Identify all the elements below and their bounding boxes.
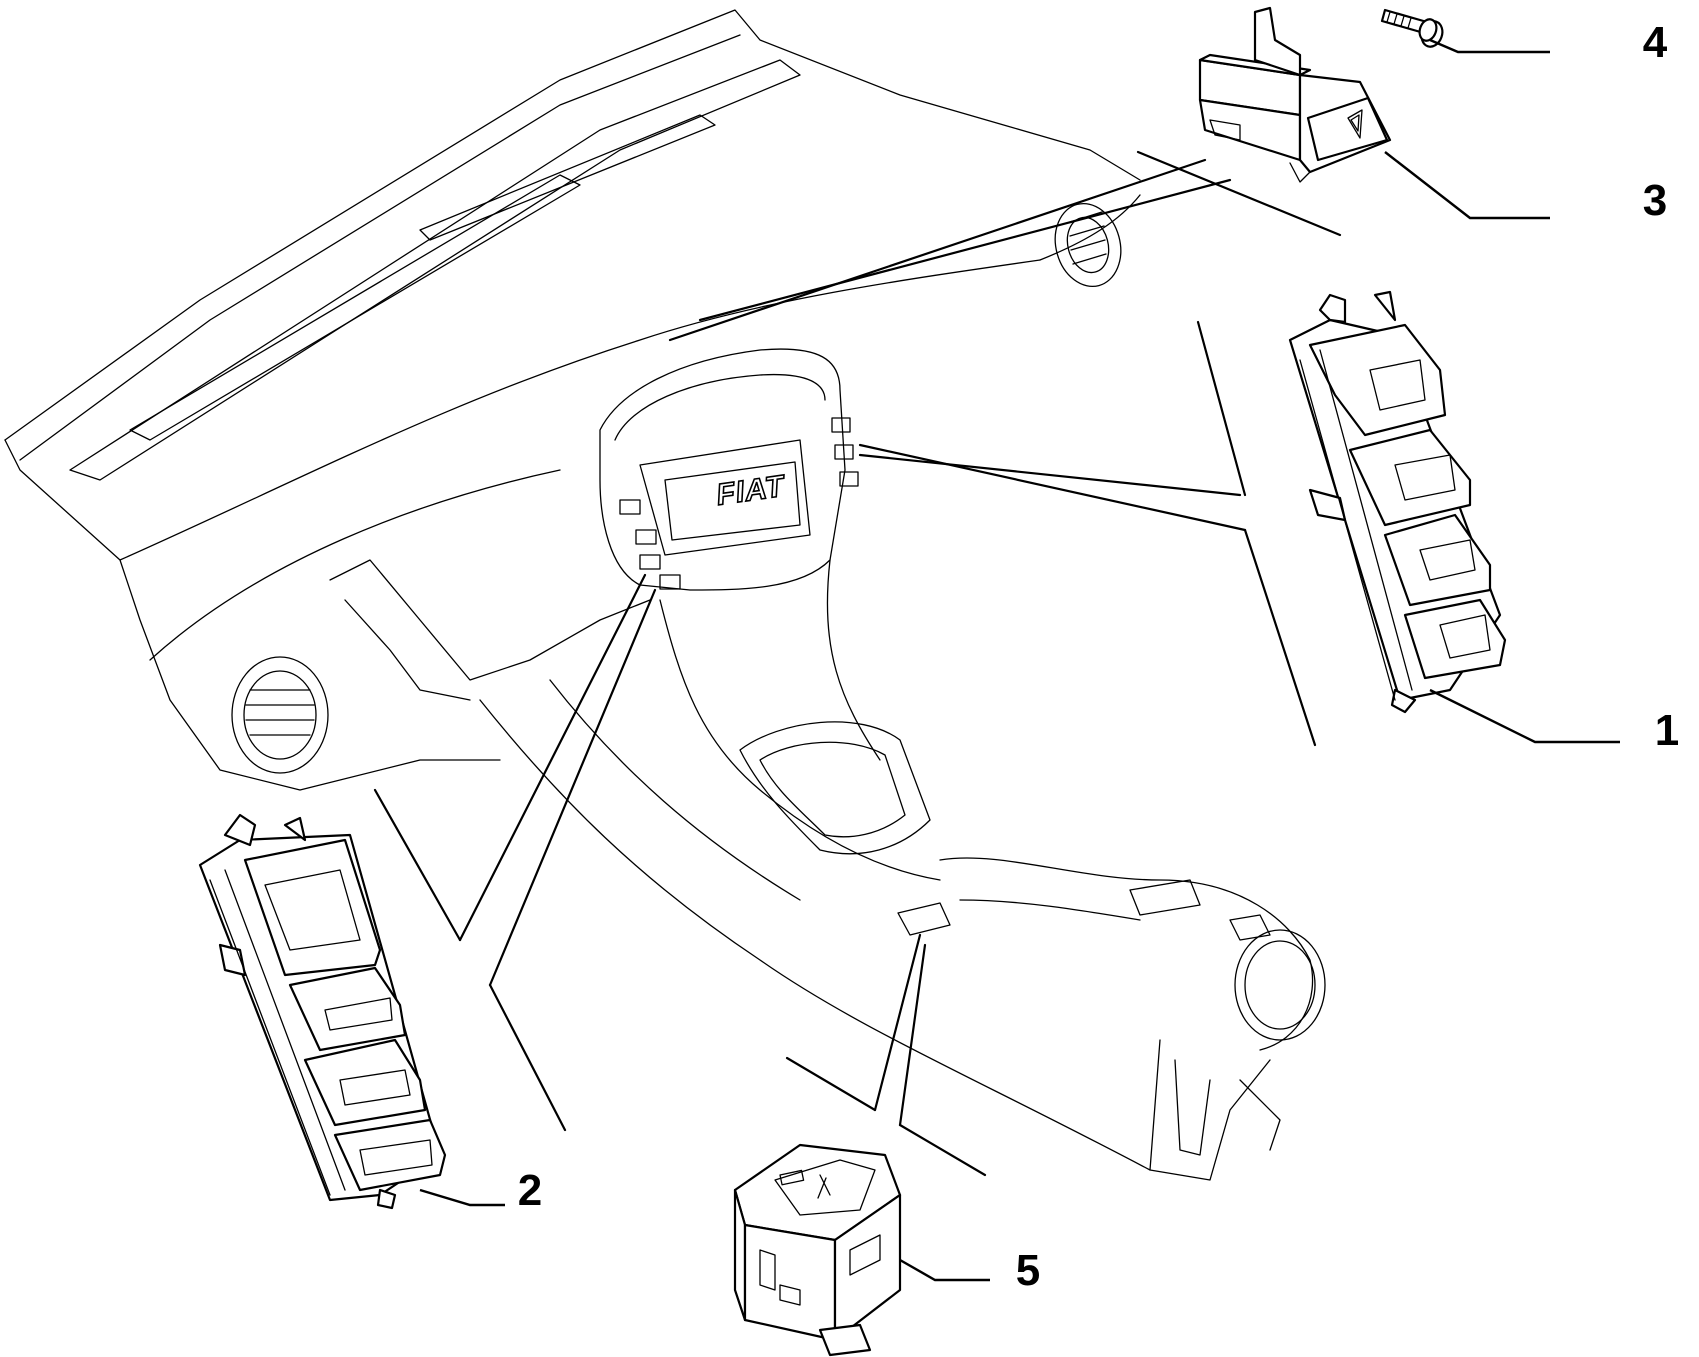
switch-block-right-part (1288, 290, 1507, 714)
callout-labels: 4 3 1 2 5 (518, 18, 1679, 1295)
fiat-logo: FIAT (714, 469, 788, 511)
guide-lines (373, 150, 1342, 1177)
hazard-switch-part (1198, 6, 1392, 183)
callout-4: 4 (1643, 18, 1668, 67)
callout-5: 5 (1016, 1246, 1040, 1295)
screw-part (1380, 8, 1444, 48)
dashboard-illustration: FIAT (4, 9, 1326, 1181)
switch-block-left-part (198, 813, 447, 1210)
callout-1: 1 (1655, 706, 1679, 755)
callout-3: 3 (1643, 176, 1667, 225)
callout-leaders (419, 38, 1620, 1282)
callout-2: 2 (518, 1166, 542, 1215)
console-switch-part (733, 1143, 902, 1357)
